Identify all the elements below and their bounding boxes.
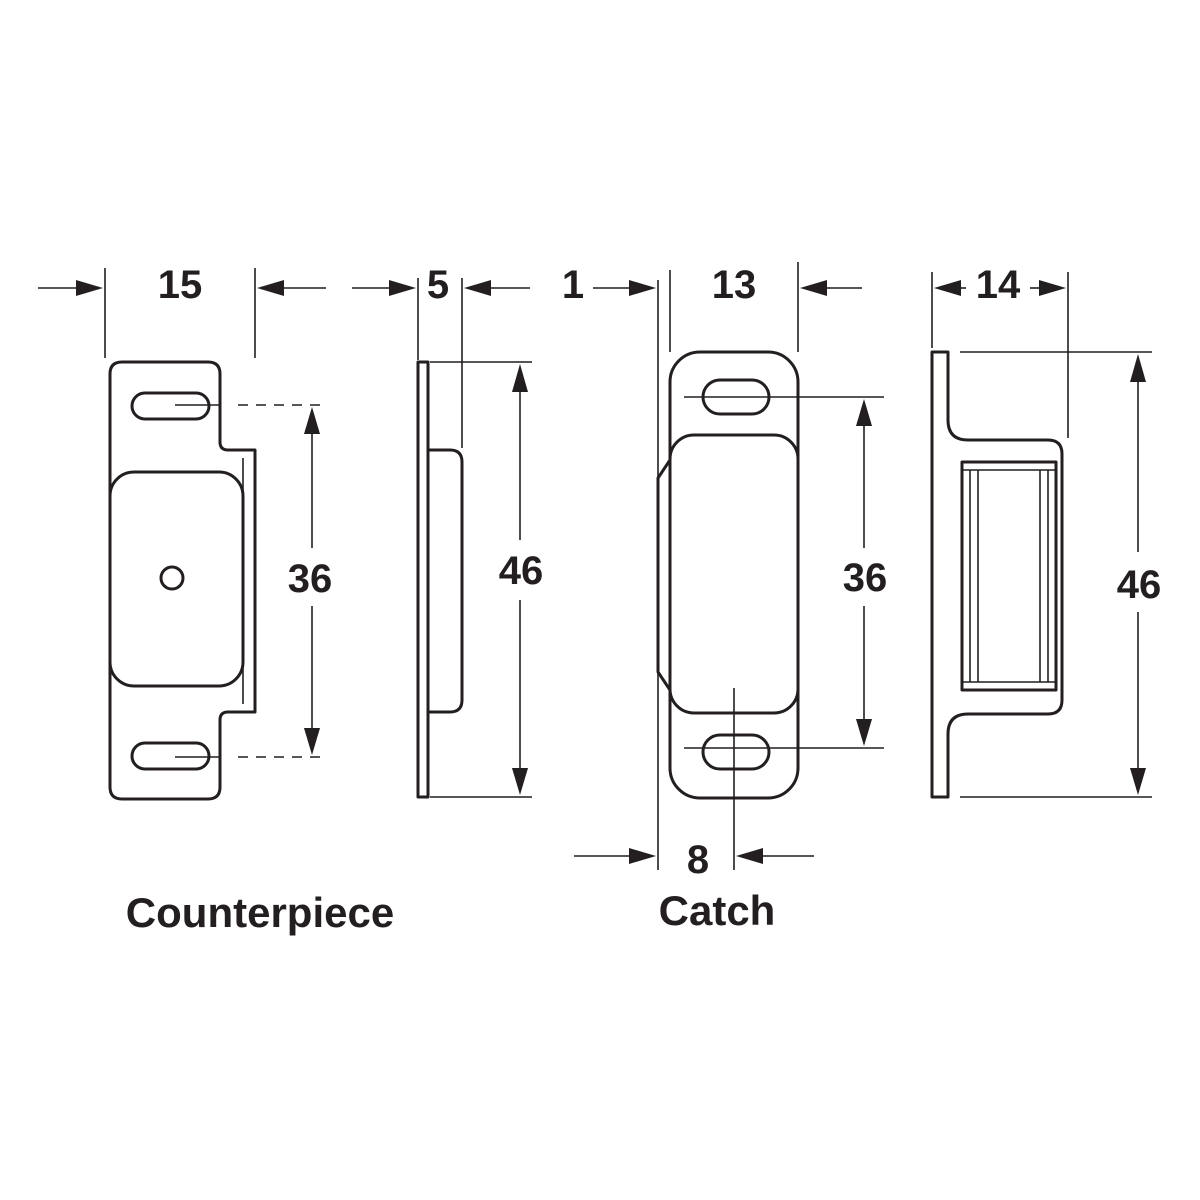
- arrowhead: [1130, 768, 1146, 795]
- dim-catch-offset: 1: [562, 263, 584, 307]
- counterpiece-magnet-pad: [108, 470, 245, 688]
- dim-counterpiece-thickness: 5: [427, 263, 449, 307]
- arrowhead: [629, 280, 656, 296]
- counterpiece-plate-outline: [108, 360, 257, 801]
- counterpiece-slot-top: [130, 391, 211, 421]
- dim-counterpiece-hole-spacing: 36: [288, 557, 333, 601]
- dim-catch-depth: 14: [976, 263, 1021, 307]
- counterpiece-screw-hole: [159, 565, 185, 591]
- counterpiece-side-plate: [416, 360, 430, 799]
- arrowhead: [629, 848, 656, 864]
- caption-catch: Catch: [659, 887, 776, 934]
- arrowhead: [512, 768, 528, 795]
- arrowhead: [1039, 280, 1066, 296]
- arrowhead: [736, 848, 763, 864]
- catch-side-view: 14 46: [930, 263, 1162, 799]
- arrowhead: [304, 728, 320, 755]
- catch-front-view: 1 13 36 8: [562, 262, 887, 882]
- dim-catch-width: 13: [712, 263, 757, 307]
- dim-counterpiece-width: 15: [158, 263, 203, 307]
- catch-magnet-block: [668, 433, 800, 715]
- arrowhead: [1130, 354, 1146, 382]
- dim-catch-center: 8: [687, 838, 709, 882]
- catch-slot-bottom: [701, 733, 771, 771]
- counterpiece-front-view: 15 36: [38, 263, 333, 801]
- arrowhead: [800, 280, 827, 296]
- arrowhead: [464, 280, 491, 296]
- arrowhead: [856, 719, 872, 746]
- caption-counterpiece: Counterpiece: [126, 889, 394, 936]
- dim-catch-height: 46: [1117, 563, 1162, 607]
- counterpiece-side-view: 5 46: [352, 263, 544, 799]
- catch-side-outline: [930, 350, 1064, 799]
- dim-catch-hole-spacing: 36: [843, 556, 888, 600]
- counterpiece-slot-bottom: [130, 741, 211, 771]
- arrowhead: [389, 280, 416, 296]
- dim-counterpiece-height: 46: [499, 549, 544, 593]
- counterpiece-side-magnet: [428, 448, 464, 714]
- catch-chamfer: [656, 459, 672, 691]
- arrowhead: [76, 280, 103, 296]
- arrowhead: [304, 407, 320, 434]
- catch-side-housing: [960, 460, 1058, 692]
- arrowhead: [856, 399, 872, 426]
- arrowhead: [512, 364, 528, 392]
- arrowhead: [934, 280, 961, 296]
- arrowhead: [257, 280, 284, 296]
